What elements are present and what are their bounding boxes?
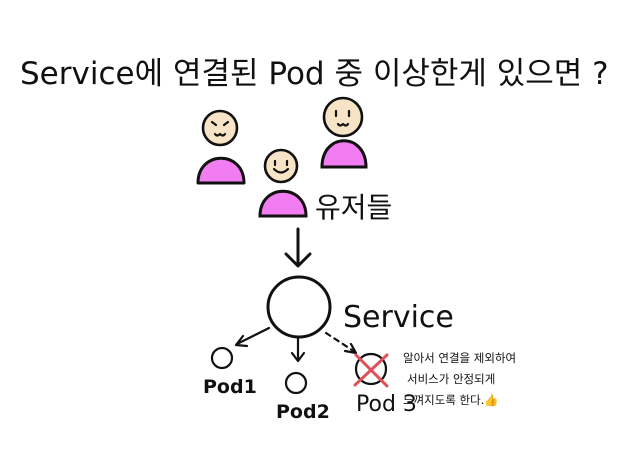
user-body: [258, 189, 308, 218]
pod-circle: [284, 371, 308, 395]
pod-3: Pod 3: [353, 352, 417, 417]
users-group: 유저들: [196, 96, 392, 224]
pod-circle: [210, 346, 234, 370]
user-figure-left: [196, 109, 246, 185]
pod-circle: [354, 352, 388, 386]
arrow-service-to-pod2: [290, 336, 306, 363]
user-head: [201, 109, 239, 147]
user-figure-right: [320, 96, 368, 169]
user-head: [322, 96, 364, 138]
user-body: [196, 156, 246, 185]
service-node: Service: [266, 275, 454, 339]
note-line: 알아서 연결을 제외하여: [403, 351, 516, 365]
users-label: 유저들: [315, 191, 392, 224]
diagram-title: Service에 연결된 Pod 중 이상한게 있으면 ?: [20, 56, 609, 92]
note-line: 서비스가 안정되게: [407, 372, 495, 386]
arrow-service-to-pod3: [324, 331, 358, 355]
failover-note: 알아서 연결을 제외하여 서비스가 안정되게 느껴지도록 한다.👍: [403, 351, 516, 407]
arrow-service-to-pod1: [234, 326, 271, 348]
arrow-users-to-service: [284, 227, 312, 268]
user-body: [320, 139, 368, 169]
user-figure-middle: [258, 148, 308, 218]
user-head: [263, 148, 299, 184]
pod-label: Pod2: [276, 401, 330, 423]
service-circle: [266, 275, 332, 339]
pod-label: Pod1: [203, 376, 257, 398]
pod-label: Pod 3: [356, 392, 417, 417]
service-label: Service: [343, 300, 454, 335]
failed-x-mark: [353, 353, 389, 388]
pod-1: Pod1: [203, 346, 257, 398]
note-line: 느껴지도록 한다.👍: [403, 393, 499, 407]
pod-2: Pod2: [276, 371, 330, 423]
